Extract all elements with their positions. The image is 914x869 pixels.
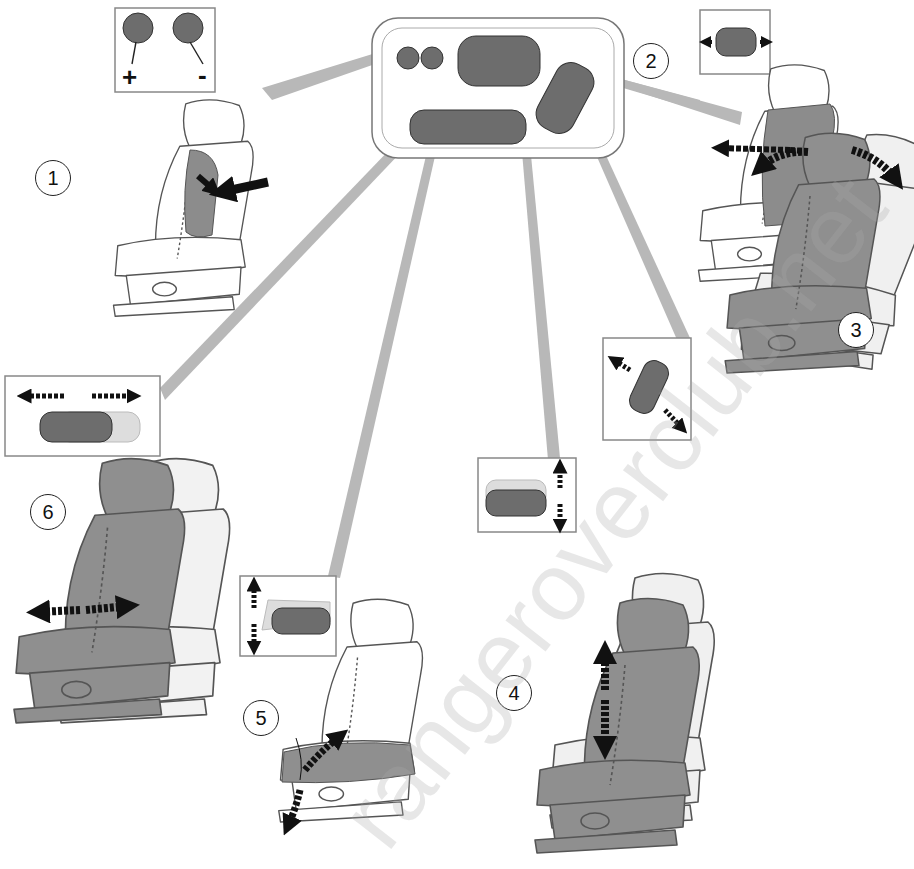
callout-number: 6 — [30, 494, 66, 530]
callout-number: 1 — [35, 160, 71, 196]
minus-sign: - — [198, 62, 207, 88]
plus-sign: + — [122, 64, 137, 90]
callout-number: 2 — [633, 43, 669, 79]
callout-number: 3 — [838, 312, 874, 348]
callout-number: 5 — [243, 700, 279, 736]
